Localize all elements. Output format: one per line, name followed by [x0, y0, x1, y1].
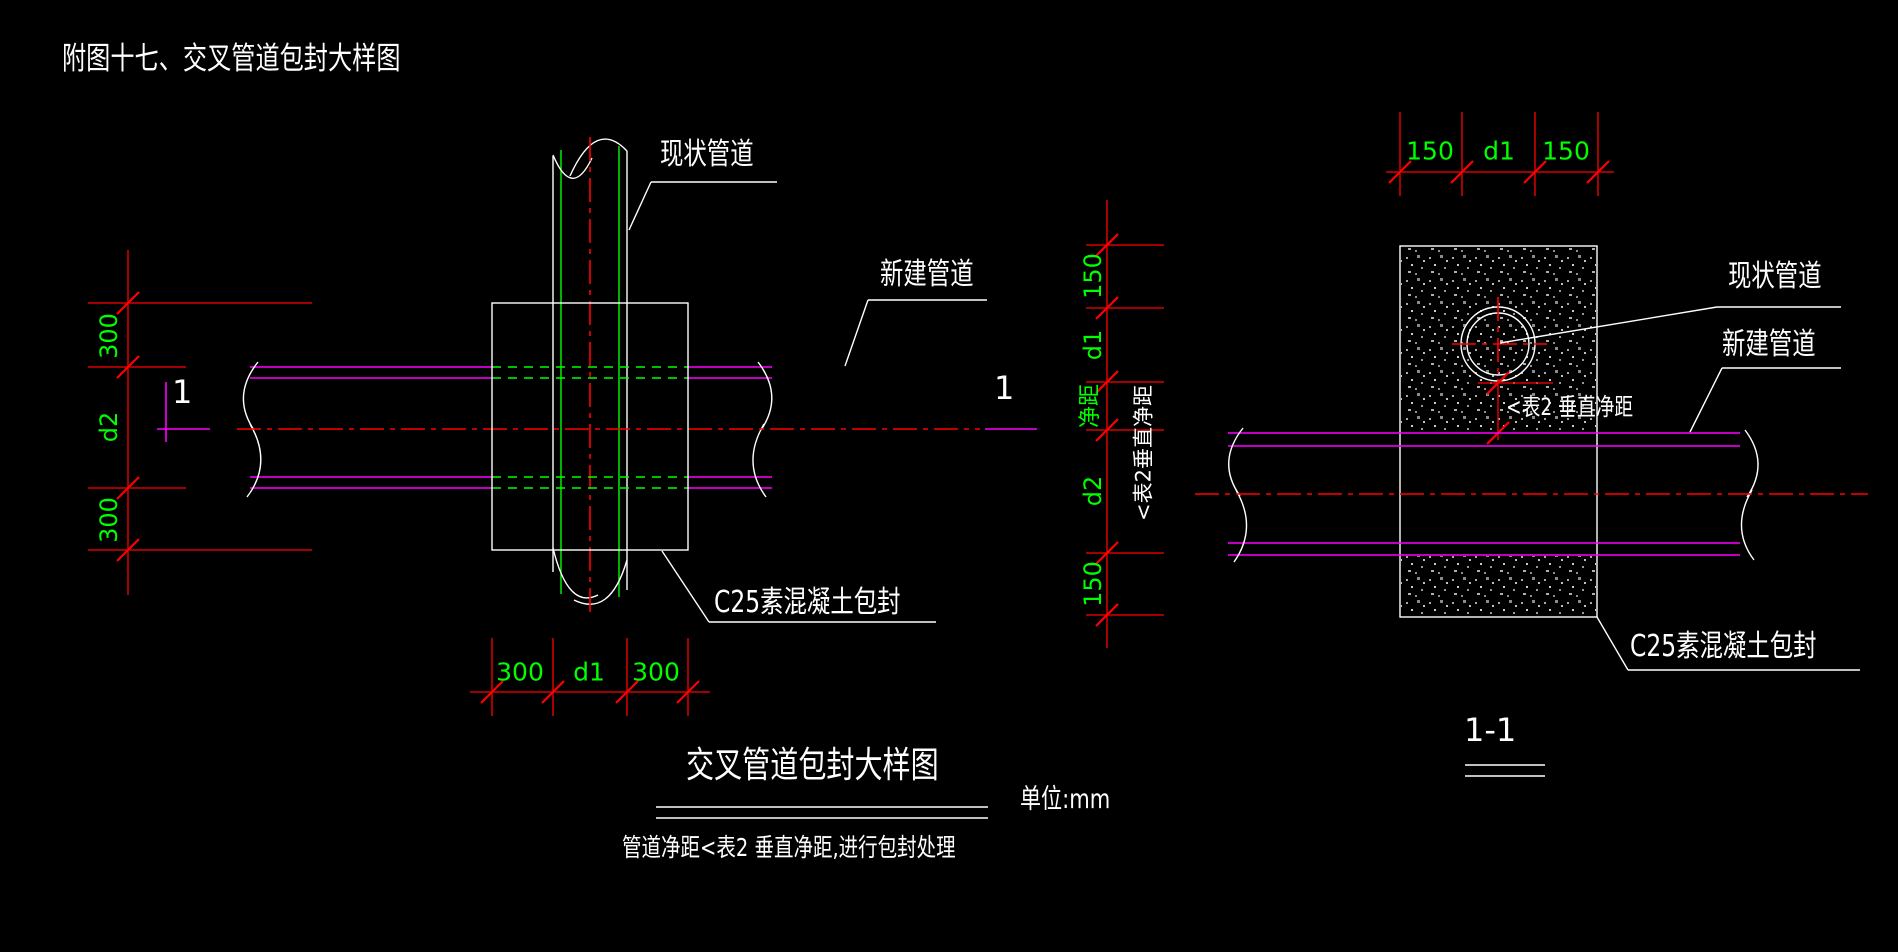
- section-dim-top-right: 150: [1542, 136, 1590, 166]
- section-dim-left-4: d2: [1079, 475, 1107, 507]
- section-dim-left-2: d1: [1079, 329, 1107, 361]
- page-title: 附图十七、交叉管道包封大样图: [62, 41, 401, 77]
- section-dim-top-mid: d1: [1483, 136, 1515, 166]
- plan-new-pipe-horizontal: [237, 361, 980, 498]
- section-concrete-outline: [1399, 245, 1598, 618]
- plan-section-cut-markers: [157, 382, 1037, 442]
- section-existing-pipe-circle: [1452, 297, 1547, 383]
- plan-section-marker-right: 1: [994, 369, 1015, 407]
- plan-leader-lines: [628, 181, 987, 623]
- section-top-dimension-chain: [1386, 112, 1614, 196]
- footer-note: 管道净距<表2 垂直净距,进行包封处理: [622, 833, 956, 862]
- section-new-pipe-label: 新建管道: [1722, 327, 1816, 362]
- concrete-hatch-lower: [1401, 556, 1596, 616]
- plan-new-pipe-label: 新建管道: [880, 257, 974, 292]
- plan-existing-pipe-label: 现状管道: [660, 137, 754, 172]
- plan-dim-left-mid: d2: [95, 411, 123, 443]
- plan-dim-bottom-left: 300: [496, 657, 544, 687]
- section-existing-pipe-label: 现状管道: [1728, 259, 1822, 294]
- plan-encasement-label: C25素混凝土包封: [714, 585, 901, 620]
- section-left-dimension-chain: [1086, 200, 1164, 648]
- section-dim-left-5: 150: [1079, 561, 1107, 607]
- section-clearance-label: <表2 垂直净距: [1506, 393, 1634, 421]
- plan-section-marker-left: 1: [172, 373, 193, 411]
- plan-dim-bottom-mid: d1: [573, 657, 605, 687]
- plan-dim-left-bottom: 300: [95, 497, 123, 543]
- section-clearance-label-vertical: <表2垂直净距: [1131, 385, 1156, 521]
- section-dim-top-left: 150: [1406, 136, 1454, 166]
- plan-dim-bottom-right: 300: [632, 657, 680, 687]
- section-leader-lines: [1499, 306, 1860, 671]
- plan-concrete-encasement-outline: [491, 302, 689, 551]
- section-dim-left-1: 150: [1079, 253, 1107, 299]
- section-view-title: 1-1: [1464, 711, 1517, 749]
- plan-left-dimension-chain: [88, 250, 312, 595]
- section-title-underline: [1465, 764, 1545, 777]
- plan-dim-left-top: 300: [95, 313, 123, 359]
- section-encasement-label: C25素混凝土包封: [1630, 629, 1817, 664]
- plan-existing-pipe-vertical: [552, 137, 628, 618]
- footer-unit-label: 单位:mm: [1020, 784, 1111, 815]
- footer-drawing-title: 交叉管道包封大样图: [686, 745, 939, 786]
- footer-title-underline: [656, 806, 988, 819]
- section-dim-left-3: 净距: [1078, 383, 1103, 429]
- plan-bottom-dimension-chain: [470, 638, 710, 716]
- section-new-pipe: [1195, 427, 1868, 563]
